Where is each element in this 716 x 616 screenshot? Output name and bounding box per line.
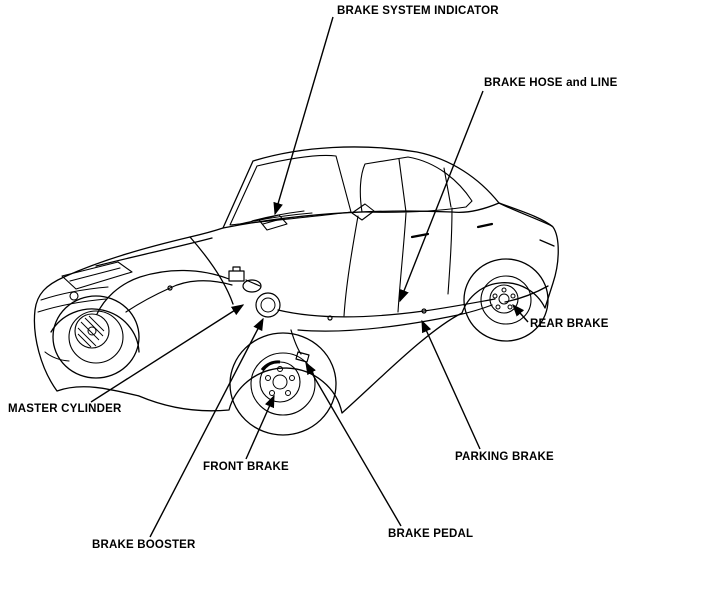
leader-lines [90,16,529,538]
rear-brake-disc [489,284,519,314]
greenhouse [229,154,494,317]
door-lines [343,207,453,317]
rear-wheel [463,258,549,342]
side-mirror [351,203,375,221]
parking-brake-cable [297,304,493,332]
master-cylinder-body [242,279,262,293]
fluid-reservoir [228,266,245,282]
label-brake-system-indicator: BRAKE SYSTEM INDICATOR [337,5,499,17]
leader-brake-hose-and-line [399,90,484,303]
side-windows [359,156,473,213]
brake-booster-body [255,292,281,318]
label-brake-pedal: BRAKE PEDAL [388,528,474,540]
leader-master-cylinder [90,304,245,403]
emblem [69,291,79,301]
brake-components [96,266,496,363]
car-body-outline [33,146,559,414]
quarter-window-divider [443,167,452,208]
b-pillar [398,158,407,213]
label-brake-hose-and-line: BRAKE HOSE and LINE [484,77,618,89]
label-parking-brake: PARKING BRAKE [455,451,554,463]
brake-line-rear [277,298,496,318]
brake-pedal-arm [290,329,302,355]
leader-brake-booster [149,317,264,538]
brake-pipe-front [96,269,230,315]
leader-parking-brake [421,319,481,450]
far-brake-disc [74,313,110,349]
windshield [229,154,352,226]
fog-light [44,351,70,362]
label-brake-booster: BRAKE BOOSTER [92,539,196,551]
far-front-wheel [52,295,140,379]
label-master-cylinder: MASTER CYLINDER [8,403,122,415]
instrument-panel [258,214,288,231]
leader-brake-pedal [305,361,402,527]
label-rear-brake: REAR BRAKE [530,318,609,330]
leader-rear-brake [512,303,529,323]
front-end-details [37,214,288,362]
front-brake-caliper [260,360,281,371]
front-wheel [229,332,337,436]
leader-front-brake [245,394,275,460]
label-front-brake: FRONT BRAKE [203,461,289,473]
door-handles [410,222,494,239]
disc-hatching [77,315,105,348]
headlight [61,261,133,290]
leader-brake-system-indicator [273,16,334,216]
